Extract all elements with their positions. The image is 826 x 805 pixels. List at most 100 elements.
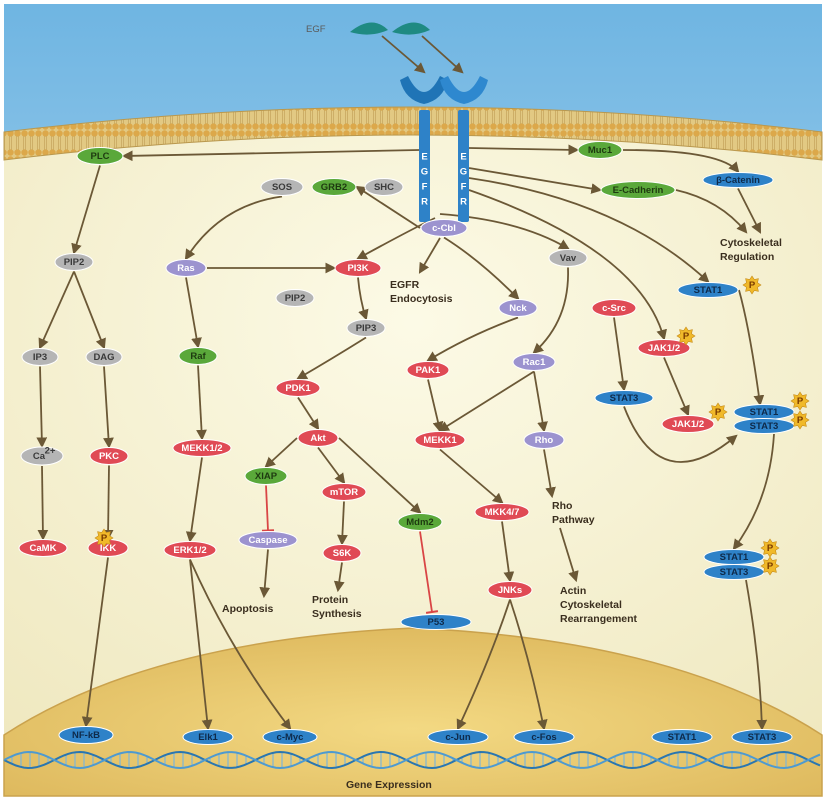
node-plc: PLC	[76, 147, 124, 165]
node-label: Muc1	[588, 145, 613, 156]
node-shape	[18, 539, 68, 557]
node-shape	[637, 339, 691, 357]
actin-label: Actin	[560, 585, 586, 597]
node-caspase: Caspase	[238, 531, 298, 549]
activation-arrow	[418, 237, 441, 274]
node-shape	[321, 483, 367, 501]
node-shape	[54, 253, 94, 271]
outcome-labels: Cytoskeletal Regulation EGFR Endocytosis…	[222, 237, 782, 791]
node-mekk12: MEKK1/2	[172, 439, 232, 457]
activation-arrow	[71, 165, 101, 255]
rho-pathway-label: Pathway	[552, 514, 595, 526]
dna-strand	[3, 750, 821, 770]
activation-arrow	[296, 336, 367, 380]
activation-arrow	[259, 549, 271, 599]
node-ip3: IP3	[21, 348, 59, 366]
activation-arrow	[745, 579, 768, 731]
activation-arrow	[533, 371, 548, 433]
node-label: STAT1	[694, 285, 723, 296]
activation-arrow	[509, 599, 548, 731]
node-label: β-Catenin	[716, 175, 760, 186]
activation-arrow	[338, 437, 422, 514]
activation-arrow	[468, 167, 603, 194]
node-nck: Nck	[498, 299, 538, 317]
plasma-membrane	[3, 106, 823, 161]
node-pak1: PAK1	[406, 361, 450, 379]
activation-arrow	[121, 149, 420, 162]
rho-pathway-label: Rho	[552, 500, 572, 512]
node-rho: Rho	[523, 431, 565, 449]
node-shape	[76, 147, 124, 165]
activation-arrow	[675, 189, 748, 234]
node-xiap: XIAP	[244, 467, 288, 485]
egf-ligand: EGF	[306, 22, 430, 35]
egfr-endocytosis-label: Endocytosis	[390, 293, 453, 305]
node-shape	[20, 446, 64, 466]
node-rac1: Rac1	[512, 353, 556, 371]
node-grb2: GRB2	[311, 178, 357, 196]
node-label: Ca	[33, 451, 46, 462]
node-vav: Vav	[548, 249, 588, 267]
node-shape	[474, 503, 530, 521]
actin-label: Rearrangement	[560, 613, 638, 625]
node-shape	[262, 729, 318, 745]
activation-arrow	[264, 437, 298, 468]
node-shape	[322, 544, 362, 562]
node-label: S6K	[333, 548, 352, 559]
apoptosis-label: Apoptosis	[222, 603, 273, 615]
node-shape	[594, 390, 654, 406]
node-shape	[178, 347, 218, 365]
node-shape	[58, 726, 114, 744]
node-jak12-a: JAK1/2	[637, 339, 691, 357]
node-shape	[600, 181, 676, 199]
inhibition-line	[265, 485, 269, 531]
node-shape	[275, 289, 315, 307]
phospho-label: P	[101, 533, 108, 544]
node-shape	[548, 249, 588, 267]
node-ccbl: c-Cbl	[420, 219, 468, 237]
activation-arrow	[468, 144, 580, 156]
activation-arrow	[456, 599, 511, 731]
node-shape	[406, 361, 450, 379]
activation-arrow	[468, 189, 667, 341]
node-ras: Ras	[165, 259, 207, 277]
node-mdm2: Mdm2	[397, 513, 443, 531]
node-label: PDK1	[285, 383, 311, 394]
node-shape	[731, 729, 793, 745]
node-label-superscript: 2+	[45, 446, 56, 457]
cytoskeletal-regulation-label: Regulation	[720, 251, 774, 263]
node-label: PI3K	[347, 263, 368, 274]
node-shape	[260, 178, 304, 196]
node-label: STAT3	[750, 421, 779, 432]
phospho-badge: P	[708, 402, 728, 422]
activation-arrow	[732, 433, 775, 551]
dna-helix	[3, 750, 821, 770]
phospho-badge: P	[760, 556, 780, 576]
node-label: CaMK	[30, 543, 57, 554]
node-label: ERK1/2	[173, 545, 206, 556]
phospho-label: P	[749, 280, 756, 291]
node-elk1: Elk1	[182, 729, 234, 745]
node-shape	[182, 729, 234, 745]
node-shape	[165, 259, 207, 277]
protein-synthesis-label: Synthesis	[312, 608, 362, 620]
activation-arrow	[185, 457, 203, 543]
node-mkk47: MKK4/7	[474, 503, 530, 521]
activation-arrow	[737, 188, 761, 234]
node-label: PAK1	[416, 365, 441, 376]
phospho-badge: P	[742, 275, 762, 295]
inhibition-line	[419, 531, 433, 613]
node-sos: SOS	[260, 178, 304, 196]
node-label: IP3	[33, 352, 47, 363]
node-shape	[420, 219, 468, 237]
node-shape	[498, 299, 538, 317]
node-label: STAT3	[610, 393, 639, 404]
actin-label: Cytoskeletal	[560, 599, 622, 611]
node-stat3-d: STAT3	[731, 729, 793, 745]
node-label: STAT3	[720, 567, 749, 578]
activation-arrow	[421, 35, 464, 74]
phospho-badge: P	[676, 326, 696, 346]
activation-arrow	[559, 527, 579, 583]
node-p53: P53	[400, 614, 472, 630]
phospho-label: P	[767, 543, 774, 554]
